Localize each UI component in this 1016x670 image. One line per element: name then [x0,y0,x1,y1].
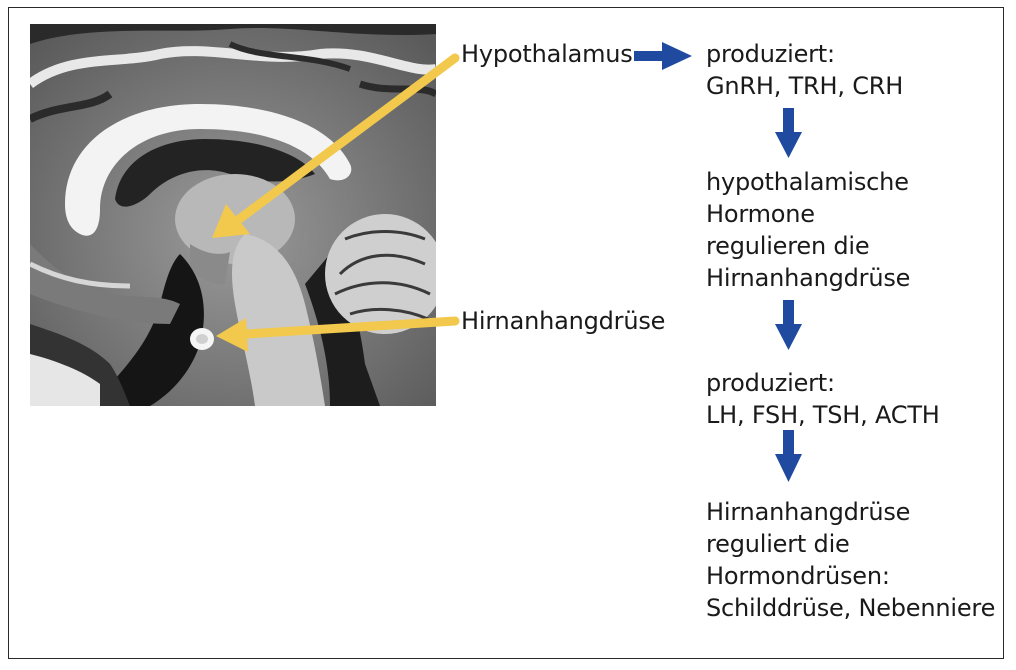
flow-step-4-line-3: Hormondrüsen: [706,562,890,590]
flow-step-4-line-2: reguliert die [706,530,850,558]
flow-step-1: produziert: GnRH, TRH, CRH [706,38,903,102]
flow-step-4: Hirnanhangdrüse reguliert die Hormondrüs… [706,496,995,624]
flow-step-4-line-1: Hirnanhangdrüse [706,498,911,526]
flow-step-4-line-4: Schilddrüse, Nebenniere [706,594,996,622]
flow-step-3-line-2: LH, FSH, TSH, ACTH [706,401,940,429]
flow-step-1-line-2: GnRH, TRH, CRH [706,72,904,100]
flow-step-3: produziert: LH, FSH, TSH, ACTH [706,367,940,431]
flow-step-2-line-2: Hormone [706,200,815,228]
label-pituitary: Hirnanhangdrüse [461,307,666,335]
flow-step-2-line-1: hypothalamische [706,168,909,196]
flow-step-1-line-1: produziert: [706,40,835,68]
flow-step-2-line-4: Hirnanhangdrüse [706,264,911,292]
flow-step-3-line-1: produziert: [706,369,835,397]
mri-brain-scan-image [30,24,436,406]
flow-step-2: hypothalamische Hormone regulieren die H… [706,166,910,294]
flow-step-2-line-3: regulieren die [706,232,870,260]
label-hypothalamus: Hypothalamus [461,40,633,68]
figure-frame [8,7,1004,659]
